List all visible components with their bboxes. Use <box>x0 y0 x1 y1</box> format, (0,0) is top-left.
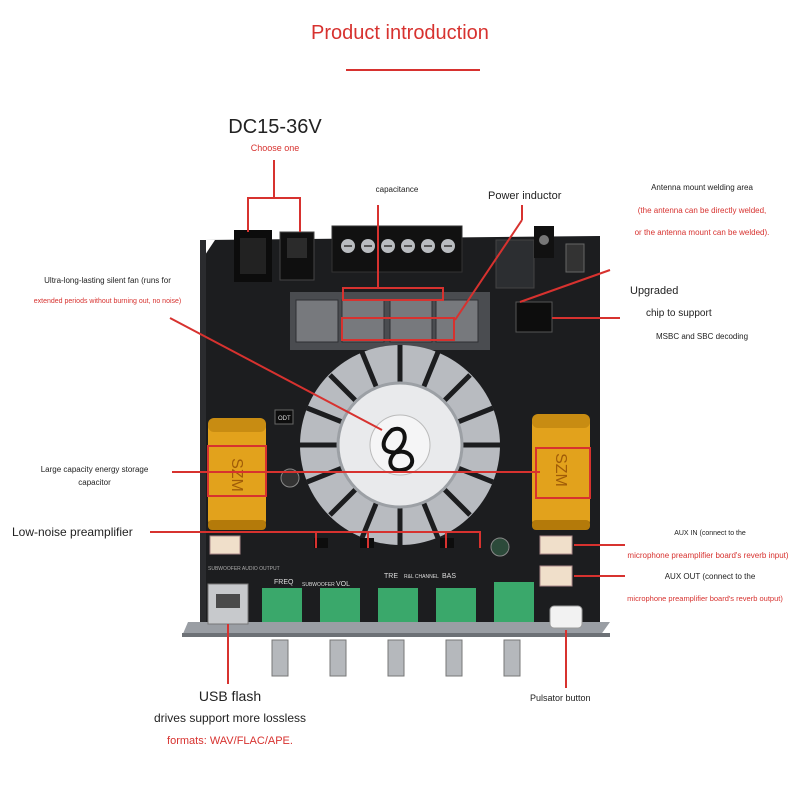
odt-chip <box>274 409 294 425</box>
knob-label-vol: VOL <box>336 581 350 588</box>
small-cap-1 <box>490 537 510 557</box>
callout-lines <box>150 160 625 688</box>
page-title: Product introduction <box>311 22 489 44</box>
fan-label-1: Ultra-long-lasting silent fan (runs for <box>44 276 171 285</box>
choose-one-label: Choose one <box>250 143 300 153</box>
chip-label-2: chip to support <box>646 308 712 319</box>
usb-label-3: formats: WAV/FLAC/APE. <box>167 735 293 747</box>
knob-label-subwoofer: SUBWOOFER <box>302 582 335 588</box>
chip-label-1: Upgraded <box>630 285 679 297</box>
capacitor-label-2: capacitor <box>78 478 111 487</box>
potentiometers <box>262 582 534 622</box>
fan-logo-icon <box>381 426 414 473</box>
knob-label-bas: BAS <box>442 573 456 580</box>
usb-silk: SUBWOOFER AUDIO OUTPUT <box>208 566 280 572</box>
capacitor-right <box>532 414 590 530</box>
preamp-label: Low-noise preamplifier <box>12 525 133 539</box>
cap-left-text: SZM <box>228 458 245 492</box>
power-inductors <box>295 299 479 343</box>
aux-out-label-2: microphone preamplifier board's reverb o… <box>627 594 783 603</box>
antenna-label-1: Antenna mount welding area <box>651 183 753 192</box>
usb-label-2: drives support more lossless <box>153 711 307 725</box>
odt-silk: ODT <box>278 416 291 422</box>
antenna-label-3: or the antenna mount can be welded). <box>634 228 770 237</box>
knob-shafts <box>271 639 521 677</box>
fan-connector <box>209 535 241 555</box>
aux-in-label-2: microphone preamplifier board's reverb i… <box>627 551 789 560</box>
aux-out-label-1: AUX OUT (connect to the <box>664 572 756 581</box>
power-inductor-label: Power inductor <box>488 190 562 202</box>
cap-right-text: SZM <box>552 453 569 487</box>
bluetooth-module <box>495 239 535 289</box>
title-underline <box>346 69 480 71</box>
chip-label-3: MSBC and SBC decoding <box>656 332 749 341</box>
pcb-edge <box>200 240 206 630</box>
knob-label-freq: FREQ <box>274 579 294 586</box>
aux-out-connector <box>539 565 573 587</box>
pulsator-button <box>549 605 583 629</box>
antenna-label-2: (the antenna can be directly welded, <box>637 206 767 215</box>
antenna-pads <box>565 243 585 273</box>
pulsator-label: Pulsator button <box>530 693 591 703</box>
knob-label-tre: TRE <box>384 573 398 580</box>
aux-in-label-1: AUX IN (connect to the <box>674 530 746 537</box>
voltage-label: DC15-36V <box>228 116 322 138</box>
small-cap-2 <box>280 468 300 488</box>
fan-label-2: extended periods without burning out, no… <box>33 298 182 305</box>
bt-chip <box>515 301 553 333</box>
knob-label-rl: R&L CHANNEL <box>404 574 439 580</box>
preamp-chip <box>314 538 328 548</box>
capacitance-label: capacitance <box>375 185 419 194</box>
faceplate <box>182 622 610 636</box>
aux-in-connector <box>539 535 573 555</box>
capacitor-label-1: Large capacity energy storage <box>40 465 149 474</box>
usb-label-1: USB flash <box>198 688 262 704</box>
